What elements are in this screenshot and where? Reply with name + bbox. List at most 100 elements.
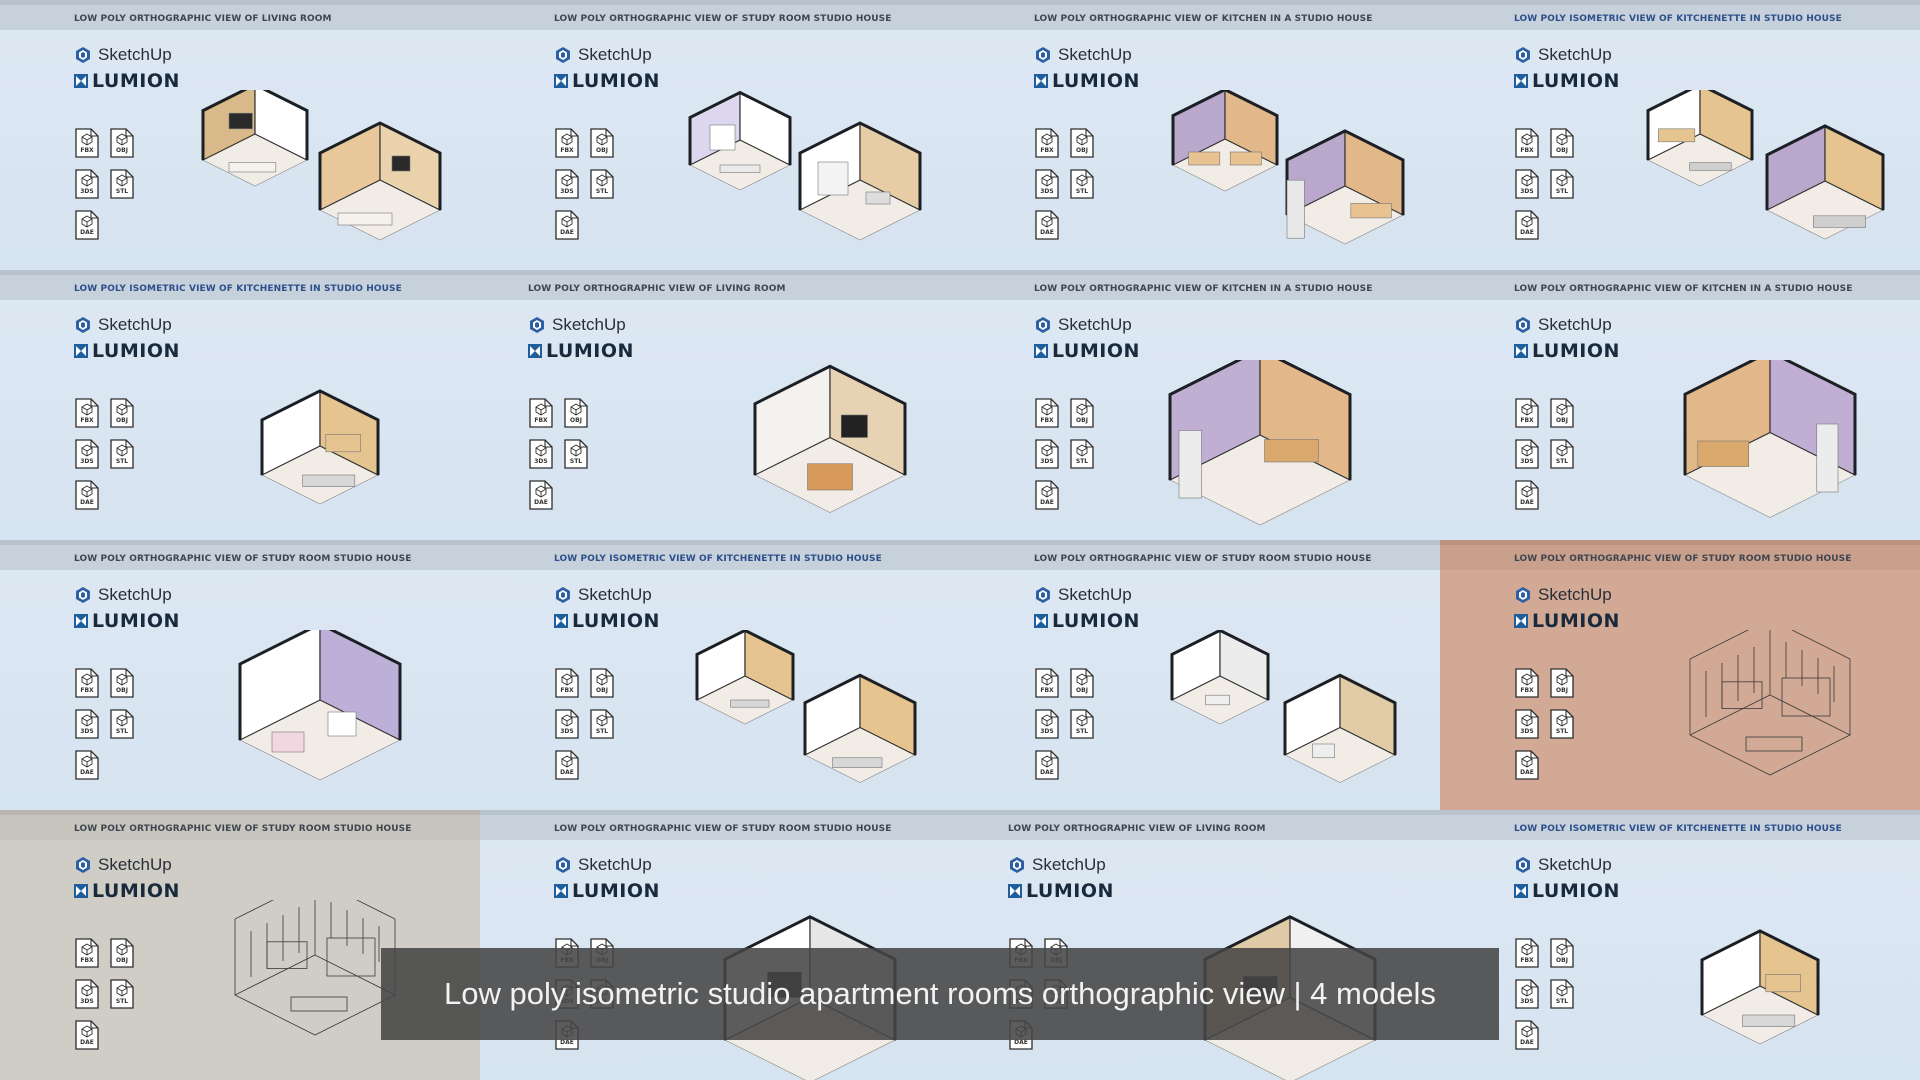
model-thumbnail-tile[interactable]: LOW POLY ORTHOGRAPHIC VIEW OF STUDY ROOM… — [1440, 540, 1920, 810]
format-label: DAE — [1014, 1039, 1028, 1046]
format-label: FBX — [1520, 417, 1534, 424]
sketchup-logo: SketchUp — [74, 585, 180, 605]
model-thumbnail-tile[interactable]: LOW POLY ORTHOGRAPHIC VIEW OF LIVING ROO… — [0, 0, 480, 270]
sketchup-icon — [1516, 317, 1530, 333]
tile-title: LOW POLY ORTHOGRAPHIC VIEW OF LIVING ROO… — [528, 284, 786, 294]
model-thumbnail-tile[interactable]: LOW POLY ISOMETRIC VIEW OF KITCHENETTE I… — [0, 270, 480, 540]
format-label: 3DS — [1040, 188, 1054, 195]
format-file-stl-icon: STL — [1069, 709, 1095, 739]
format-label: STL — [1075, 458, 1089, 465]
model-thumbnail-tile[interactable]: LOW POLY ISOMETRIC VIEW OF KITCHENETTE I… — [1440, 0, 1920, 270]
sketchup-logo: SketchUp — [1008, 855, 1114, 875]
format-label: STL — [595, 188, 609, 195]
room-render — [753, 364, 907, 513]
format-file-3ds-icon: 3DS — [1514, 439, 1540, 469]
tile-title: LOW POLY ORTHOGRAPHIC VIEW OF STUDY ROOM… — [554, 14, 892, 24]
lumion-icon — [1514, 74, 1528, 88]
kitchen-model — [1683, 360, 1857, 518]
tile-title-bar: LOW POLY ORTHOGRAPHIC VIEW OF LIVING ROO… — [960, 810, 1440, 840]
sketchup-icon — [1516, 587, 1530, 603]
format-file-3ds-icon: 3DS — [1514, 169, 1540, 199]
sketchup-icon — [1516, 857, 1530, 873]
model-thumbnail-tile[interactable]: LOW POLY ORTHOGRAPHIC VIEW OF STUDY ROOM… — [0, 540, 480, 810]
sketchup-icon — [1036, 317, 1050, 333]
model-thumbnail-tile[interactable]: LOW POLY ISOMETRIC VIEW OF KITCHENETTE I… — [480, 540, 960, 810]
sketchup-icon — [1516, 47, 1530, 63]
format-label: STL — [115, 458, 129, 465]
format-file-dae-icon: DAE — [1034, 750, 1060, 780]
tile-title-bar: LOW POLY ORTHOGRAPHIC VIEW OF LIVING ROO… — [0, 0, 480, 30]
sketchup-wordmark: SketchUp — [1538, 855, 1612, 874]
format-file-stl-icon: STL — [589, 169, 615, 199]
model-thumbnail-tile[interactable]: LOW POLY ORTHOGRAPHIC VIEW OF KITCHEN IN… — [1440, 270, 1920, 540]
tile-title-bar: LOW POLY ISOMETRIC VIEW OF KITCHENETTE I… — [480, 540, 960, 570]
tile-title-bar: LOW POLY ORTHOGRAPHIC VIEW OF STUDY ROOM… — [0, 540, 480, 570]
lumion-wordmark: LUMION — [1052, 340, 1140, 362]
tile-title: LOW POLY ORTHOGRAPHIC VIEW OF STUDY ROOM… — [74, 824, 412, 834]
format-file-fbx-icon: FBX — [528, 398, 554, 428]
model-thumbnail-tile[interactable]: LOW POLY ISOMETRIC VIEW OF KITCHENETTE I… — [1440, 810, 1920, 1080]
format-file-dae-icon: DAE — [528, 480, 554, 510]
format-label: STL — [1555, 998, 1569, 1005]
kitchen-model-right — [1285, 129, 1405, 245]
room-render — [1170, 630, 1397, 783]
sketchup-icon — [76, 317, 90, 333]
format-file-fbx-icon: FBX — [554, 128, 580, 158]
living-room-model — [753, 364, 907, 513]
lumion-logo: LUMION — [1514, 339, 1620, 363]
model-thumbnail-tile[interactable]: LOW POLY ORTHOGRAPHIC VIEW OF KITCHEN IN… — [960, 270, 1440, 540]
sketchup-wordmark: SketchUp — [1058, 45, 1132, 64]
tile-title-bar: LOW POLY ORTHOGRAPHIC VIEW OF KITCHEN IN… — [1440, 270, 1920, 300]
format-file-obj-icon: OBJ — [1549, 938, 1575, 968]
format-file-fbx-icon: FBX — [1514, 668, 1540, 698]
format-file-3ds-icon: 3DS — [554, 709, 580, 739]
format-label: STL — [595, 728, 609, 735]
tile-title: LOW POLY ISOMETRIC VIEW OF KITCHENETTE I… — [74, 284, 402, 294]
sketchup-logo: SketchUp — [1514, 855, 1620, 875]
format-label: OBJ — [596, 147, 608, 154]
study-room-model-left — [1170, 630, 1270, 725]
format-file-obj-icon: OBJ — [589, 668, 615, 698]
format-label: DAE — [1040, 769, 1054, 776]
sketchup-logo: SketchUp — [1034, 585, 1140, 605]
format-file-dae-icon: DAE — [74, 210, 100, 240]
format-label: 3DS — [1520, 458, 1534, 465]
format-file-dae-icon: DAE — [74, 480, 100, 510]
format-file-stl-icon: STL — [1549, 709, 1575, 739]
format-label: OBJ — [116, 147, 128, 154]
lumion-logo: LUMION — [554, 879, 660, 903]
sketchup-icon — [76, 587, 90, 603]
lumion-wordmark: LUMION — [572, 880, 660, 902]
tile-title: LOW POLY ORTHOGRAPHIC VIEW OF LIVING ROO… — [74, 14, 332, 24]
format-file-stl-icon: STL — [1549, 439, 1575, 469]
format-label: FBX — [80, 417, 94, 424]
format-file-stl-icon: STL — [1549, 169, 1575, 199]
lumion-icon — [554, 614, 568, 628]
format-label: OBJ — [1556, 417, 1568, 424]
lumion-icon — [554, 74, 568, 88]
format-label: DAE — [1040, 229, 1054, 236]
sketchup-wordmark: SketchUp — [578, 45, 652, 64]
room-render — [238, 630, 402, 781]
lumion-wordmark: LUMION — [572, 70, 660, 92]
kitchenette-model-right — [1765, 124, 1885, 240]
sketchup-icon — [1036, 47, 1050, 63]
room-render — [260, 389, 380, 505]
model-thumbnail-tile[interactable]: LOW POLY ORTHOGRAPHIC VIEW OF STUDY ROOM… — [960, 540, 1440, 810]
format-label: 3DS — [1520, 728, 1534, 735]
format-file-3ds-icon: 3DS — [1034, 169, 1060, 199]
format-label: OBJ — [1076, 687, 1088, 694]
sketchup-icon — [556, 587, 570, 603]
model-thumbnail-tile[interactable]: LOW POLY ORTHOGRAPHIC VIEW OF STUDY ROOM… — [480, 0, 960, 270]
format-label: OBJ — [116, 957, 128, 964]
study-room-model-left — [688, 90, 792, 191]
tile-title-bar: LOW POLY ORTHOGRAPHIC VIEW OF STUDY ROOM… — [480, 0, 960, 30]
room-render — [1171, 90, 1405, 245]
lumion-logo: LUMION — [554, 69, 660, 93]
model-thumbnail-tile[interactable]: LOW POLY ORTHOGRAPHIC VIEW OF LIVING ROO… — [480, 270, 960, 540]
model-thumbnail-tile[interactable]: LOW POLY ORTHOGRAPHIC VIEW OF KITCHEN IN… — [960, 0, 1440, 270]
format-file-3ds-icon: 3DS — [1514, 709, 1540, 739]
